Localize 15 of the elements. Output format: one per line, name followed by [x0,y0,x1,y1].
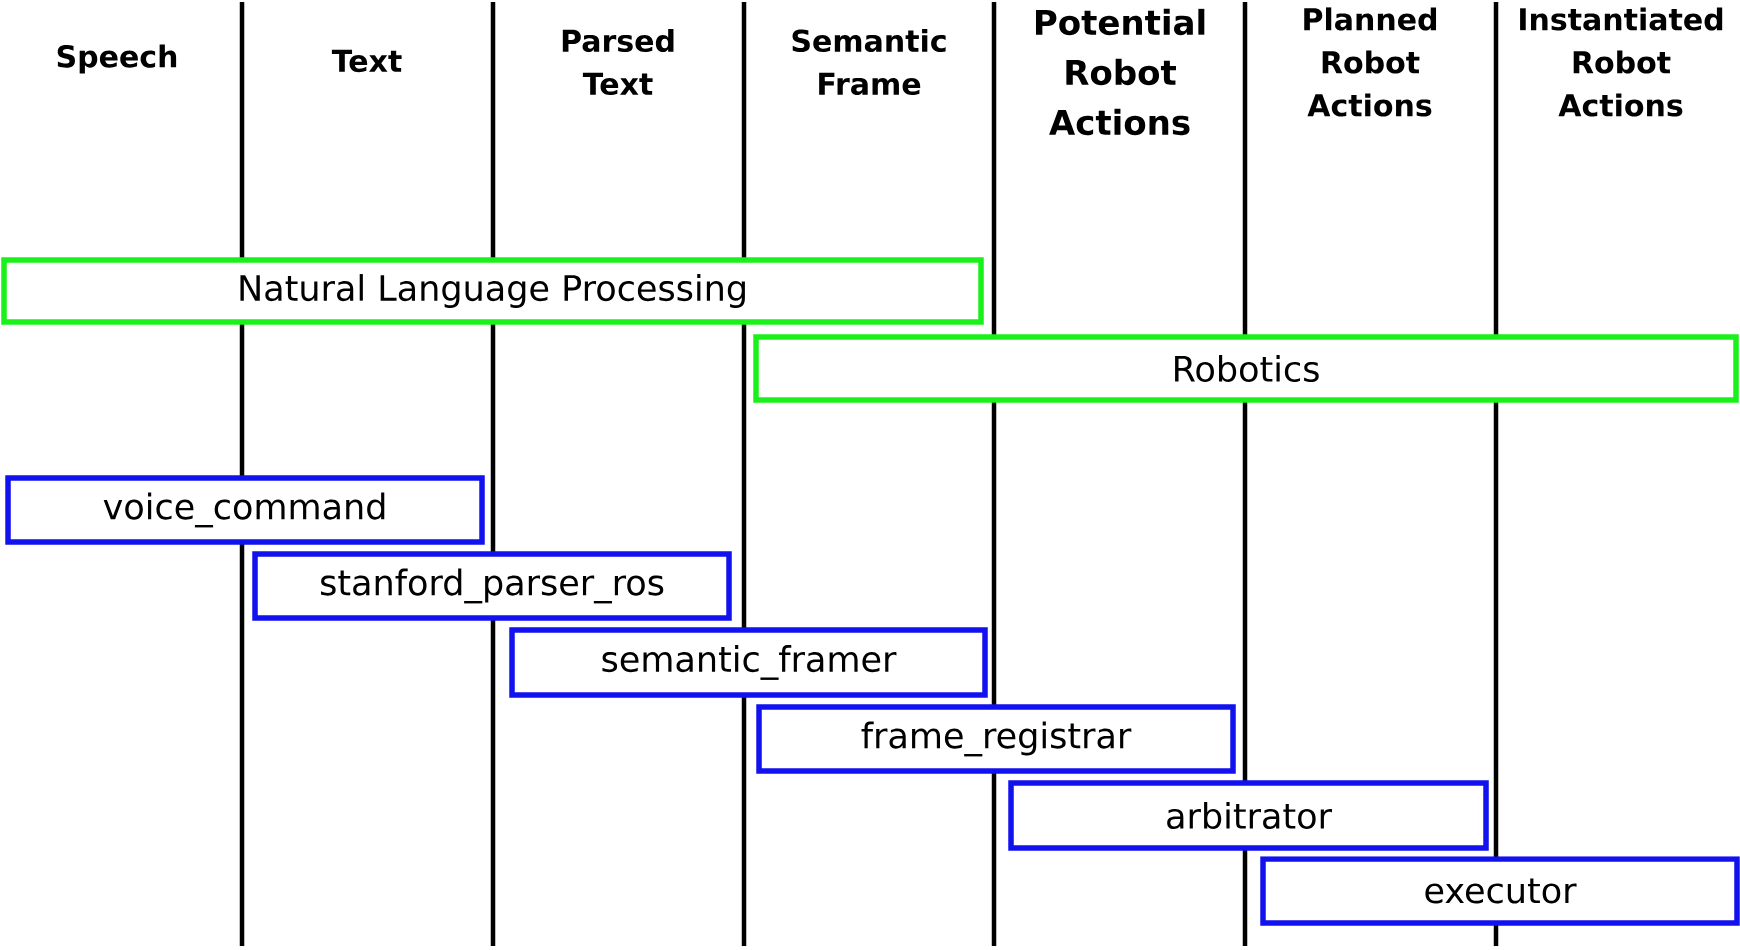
process-box: semantic_framer [509,627,988,698]
column-header: Text [331,49,402,73]
column-header: Speech [57,44,177,74]
process-box: voice_command [5,475,485,545]
process-box: Natural Language Processing [1,257,984,325]
column-header: Potential Robot Actions [1036,8,1205,136]
process-box: Robotics [753,334,1739,403]
process-box: frame_registrar [756,704,1236,774]
column-header: Parsed Text [562,28,674,96]
process-box: arbitrator [1008,780,1489,851]
process-box: executor [1260,856,1740,926]
column-header: Planned Robot Actions [1304,7,1437,117]
column-header: Instantiated Robot Actions [1520,7,1723,117]
column-header: Semantic Frame [792,28,946,96]
process-box: stanford_parser_ros [252,551,732,621]
